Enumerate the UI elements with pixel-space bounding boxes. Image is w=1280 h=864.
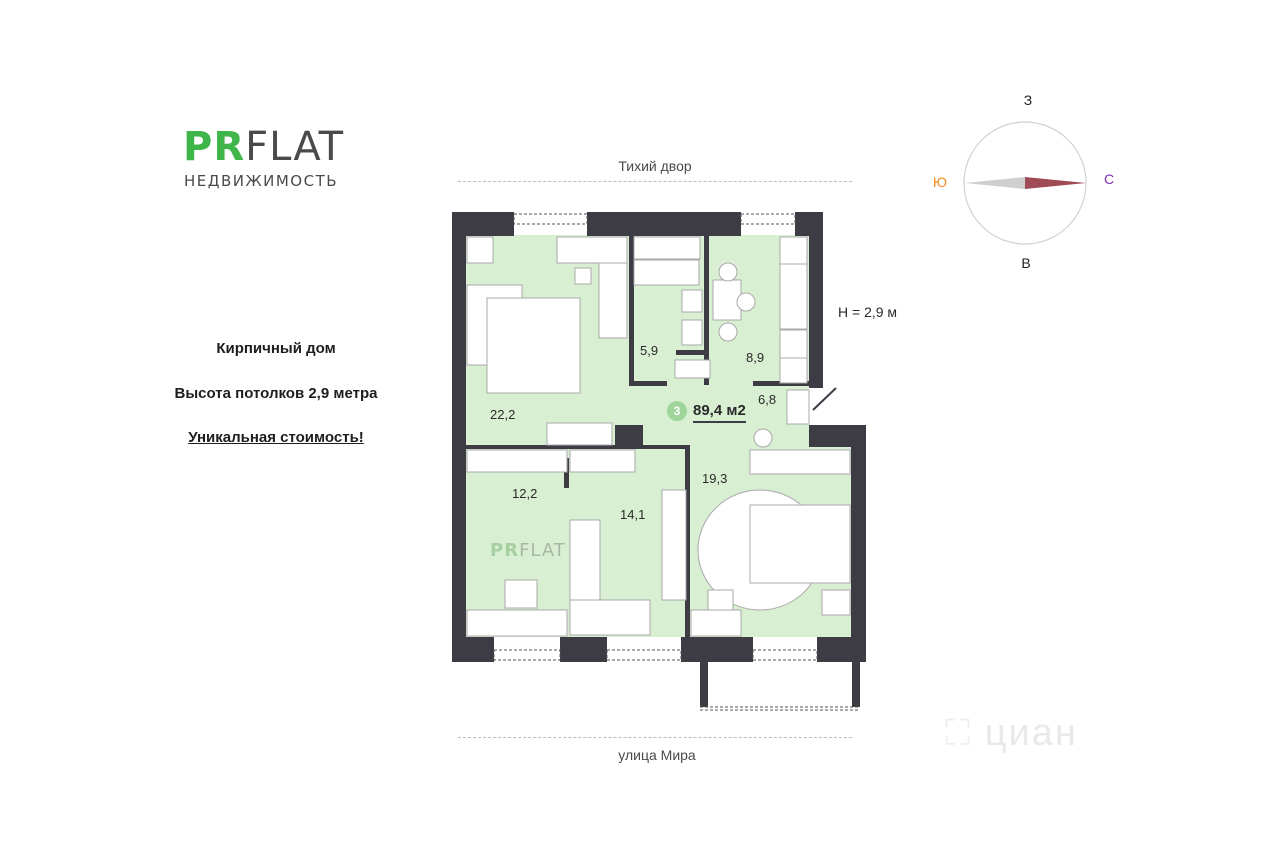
price-link[interactable]: Уникальная стоимость! <box>188 429 364 446</box>
info-ceiling: Высота потолков 2,9 метра <box>174 385 378 402</box>
compass-icon <box>963 121 1087 245</box>
ceiling-height: H = 2,9 м <box>838 304 898 320</box>
room-area-middle: 14,1 <box>620 507 646 522</box>
room-area-bedroom-right: 19,3 <box>702 471 728 486</box>
entrance-door <box>812 387 837 411</box>
room-area-living: 22,2 <box>490 407 516 422</box>
floor-plan <box>452 212 866 711</box>
info-building-type: Кирпичный дом <box>216 340 336 357</box>
room-area-bedroom-left: 12,2 <box>512 486 538 501</box>
street-top-line <box>458 181 852 182</box>
compass-south: В <box>1021 255 1031 271</box>
cian-watermark-text: циан <box>984 712 1078 754</box>
balcony <box>700 662 860 711</box>
logo-pr: PR <box>183 124 246 170</box>
compass-east: С <box>1103 171 1115 187</box>
street-bottom-line <box>458 737 852 738</box>
rooms-badge: 3 <box>667 401 687 421</box>
street-top: Тихий двор <box>618 158 692 174</box>
room-area-hall: 6,8 <box>758 392 777 407</box>
street-bottom: улица Мира <box>618 747 696 763</box>
compass-north: З <box>1023 92 1033 108</box>
windows <box>493 213 818 661</box>
cian-logo-icon: ⛶ <box>945 712 973 753</box>
total-area: 89,4 м2 <box>693 402 746 423</box>
furniture <box>466 236 851 637</box>
brand-logo: PRFLAT <box>183 124 344 170</box>
room-area-bathroom: 5,9 <box>640 343 659 358</box>
plan-watermark-pr: PR <box>490 540 520 561</box>
compass-west: Ю <box>932 174 948 190</box>
room-area-kitchen: 8,9 <box>746 350 765 365</box>
plan-watermark: PRFLAT <box>490 540 566 561</box>
logo-flat: FLAT <box>245 124 345 170</box>
rooms-count: 3 <box>673 404 681 418</box>
logo-subtitle: НЕДВИЖИМОСТЬ <box>184 172 339 190</box>
cian-watermark: ⛶ циан <box>945 712 1078 755</box>
plan-watermark-flat: FLAT <box>519 540 566 561</box>
